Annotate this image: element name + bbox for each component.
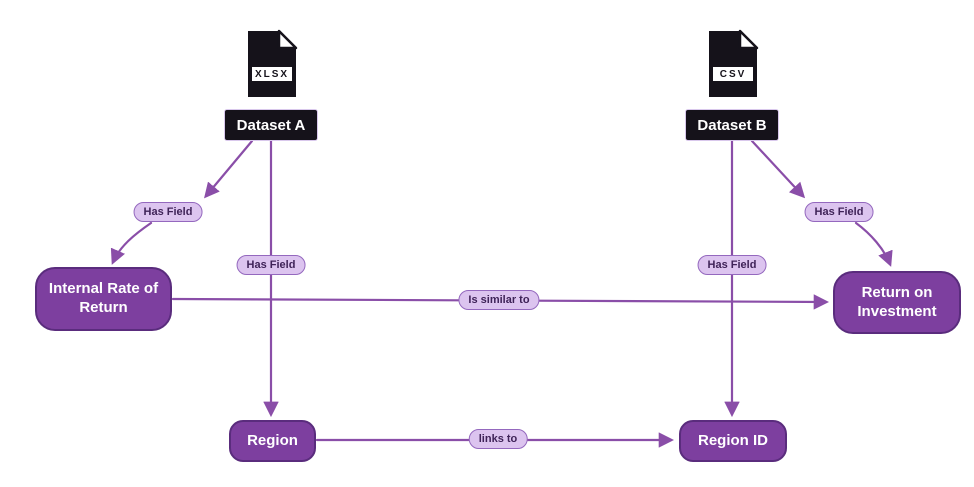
edge-label-links-to: links to	[468, 429, 528, 449]
node-internal-rate-of-return: Internal Rate of Return	[35, 267, 172, 331]
node-label: Internal Rate of Return	[48, 280, 159, 316]
edge-datasetB-roi-seg1	[750, 139, 806, 199]
file-format-label: XLSX	[254, 69, 290, 80]
csv-file-icon: CSV	[707, 29, 759, 99]
node-region: Region	[229, 420, 316, 462]
dataset-a-node: Dataset A	[224, 109, 318, 141]
edge-datasetA-irr-seg2	[110, 221, 153, 265]
file-glyph	[709, 29, 759, 97]
node-region-id: Region ID	[679, 420, 787, 462]
xlsx-file-icon: XLSX	[246, 29, 298, 99]
edge-label-has-field-datasetB-roi: Has Field	[804, 202, 874, 222]
file-glyph	[248, 29, 298, 97]
dataset-a-label: Dataset A	[236, 116, 306, 134]
node-label: Return on Investment	[857, 283, 937, 320]
edge-label-has-field-datasetB-regionid: Has Field	[697, 255, 767, 275]
node-label: Region	[247, 431, 298, 449]
dataset-b-node: Dataset B	[685, 109, 779, 141]
dataset-b-label: Dataset B	[697, 116, 767, 134]
edge-label-has-field-datasetA-region: Has Field	[236, 255, 306, 275]
edge-datasetB-roi-seg2	[854, 221, 893, 267]
node-label: Region ID	[698, 431, 768, 449]
edge-datasetA-irr-seg1	[204, 139, 254, 199]
edge-label-is-similar-to: Is similar to	[458, 290, 540, 310]
edge-label-has-field-datasetA-irr: Has Field	[133, 202, 203, 222]
file-format-label: CSV	[719, 69, 747, 80]
node-return-on-investment: Return on Investment	[833, 271, 961, 334]
